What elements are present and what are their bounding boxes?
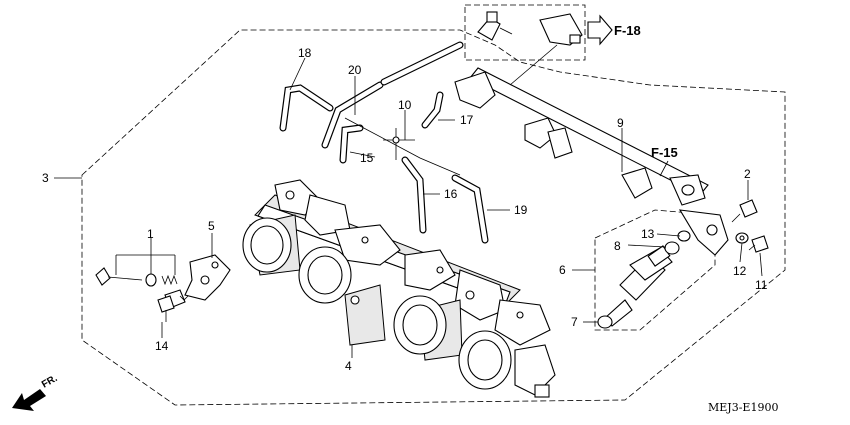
f18-reference-box xyxy=(464,4,586,61)
label-12: 12 xyxy=(733,264,747,278)
ref-f15: F-15 xyxy=(651,145,678,160)
leader-lines xyxy=(54,44,763,358)
assembly-outline xyxy=(81,29,786,406)
label-3: 3 xyxy=(42,171,49,185)
hose-17 xyxy=(421,91,444,129)
o-ring-8 xyxy=(664,241,680,255)
label-1: 1 xyxy=(147,227,154,241)
label-9: 9 xyxy=(617,116,624,130)
label-4: 4 xyxy=(345,359,352,373)
label-15: 15 xyxy=(360,151,374,165)
label-7: 7 xyxy=(571,315,578,329)
label-8: 8 xyxy=(614,239,621,253)
injector-seal-7 xyxy=(597,315,613,329)
label-18: 18 xyxy=(298,46,312,60)
fuel-rail xyxy=(454,67,729,256)
washer-12 xyxy=(735,232,749,244)
label-20: 20 xyxy=(348,63,362,77)
label-17: 17 xyxy=(460,113,474,127)
injector-subassembly-outline xyxy=(594,209,716,331)
label-6: 6 xyxy=(559,263,566,277)
label-5: 5 xyxy=(208,219,215,233)
label-2: 2 xyxy=(744,167,751,181)
f18-parts xyxy=(477,11,613,46)
vacuum-line xyxy=(344,117,461,176)
label-16: 16 xyxy=(444,187,458,201)
hose-20 xyxy=(321,41,464,149)
label-13: 13 xyxy=(641,227,655,241)
label-19: 19 xyxy=(514,203,528,217)
hose-18 xyxy=(279,84,334,132)
f15-pointer xyxy=(659,160,669,177)
injector-assembly xyxy=(597,230,691,329)
bolt-11 xyxy=(748,235,769,253)
throttle-body-assembly xyxy=(242,179,556,398)
ref-f18: F-18 xyxy=(614,23,641,38)
front-direction-label: FR. xyxy=(40,373,60,391)
bolt-2 xyxy=(731,199,758,223)
hose-19 xyxy=(451,174,489,244)
hose-16 xyxy=(401,156,427,234)
hose-joint-10 xyxy=(383,128,415,160)
screw-14 xyxy=(157,295,175,322)
diagram-code: MEJ3-E1900 xyxy=(708,401,778,414)
label-11: 11 xyxy=(755,278,768,292)
screw-set-1 xyxy=(95,267,178,287)
front-direction-arrow-icon xyxy=(12,389,46,411)
label-10: 10 xyxy=(398,98,412,112)
label-14: 14 xyxy=(155,339,169,353)
f18-arrow-icon xyxy=(587,14,613,46)
hose-15 xyxy=(339,124,364,164)
